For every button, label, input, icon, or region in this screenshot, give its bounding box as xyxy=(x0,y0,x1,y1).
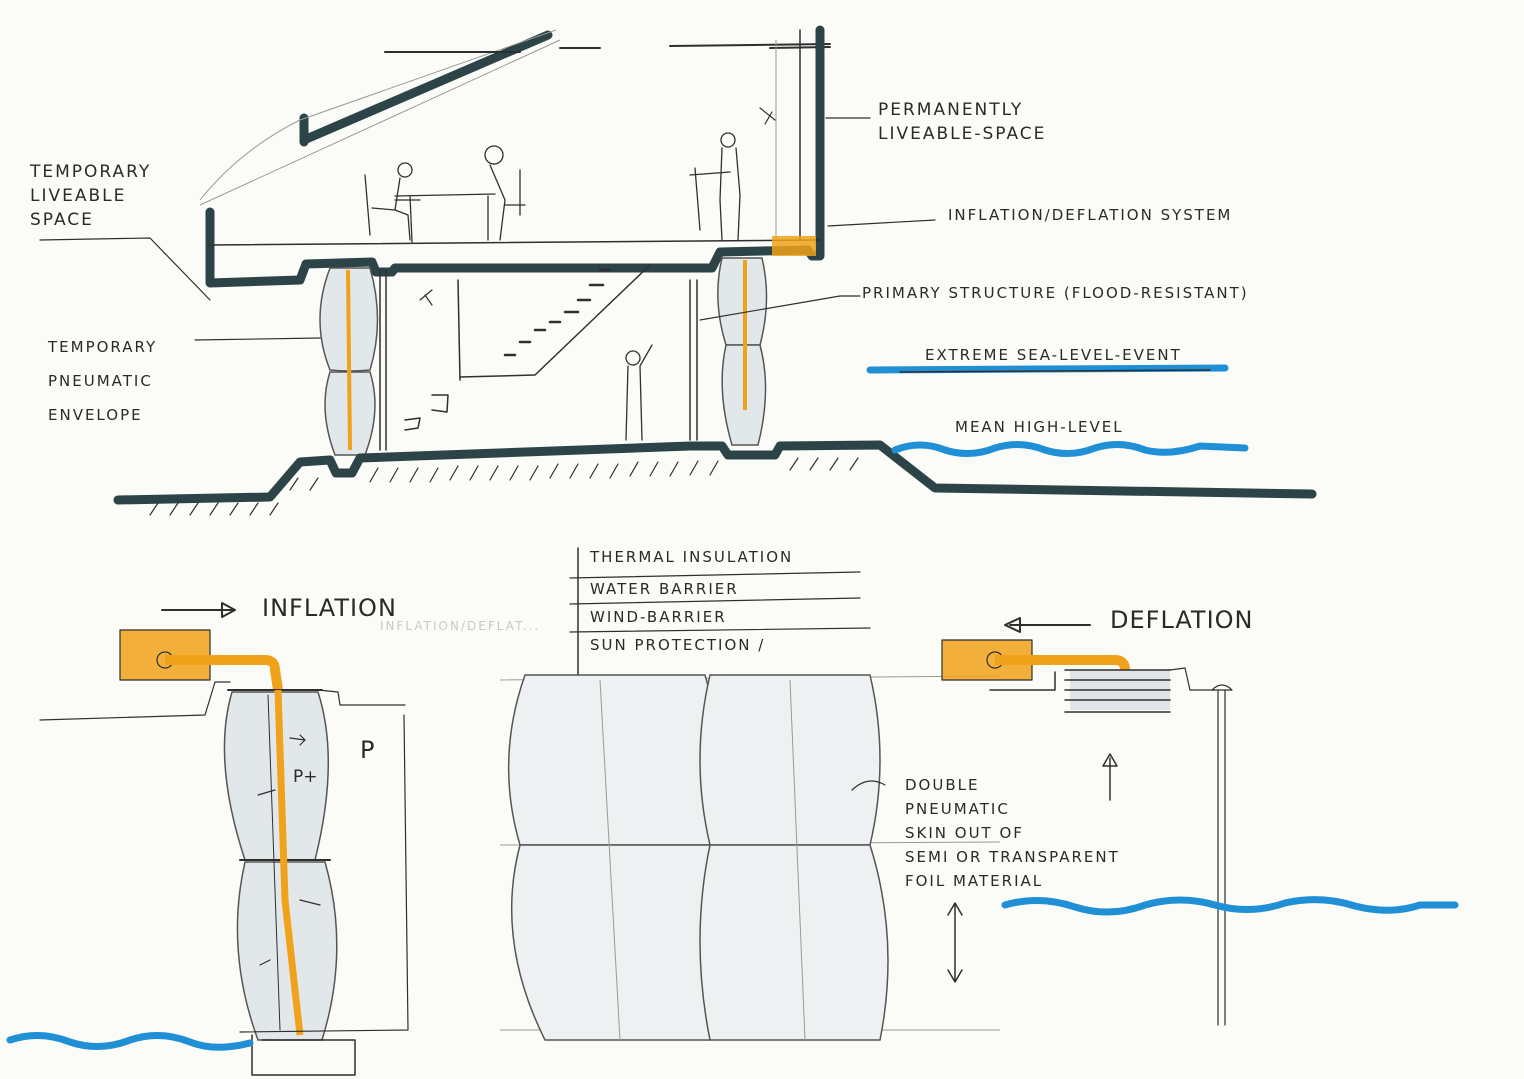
label-primary-structure: Primary structure (flood-resistant) xyxy=(862,284,1249,302)
label-double-pneumatic-skin: Double pneumatic skin out of semi or tra… xyxy=(905,776,1120,890)
mean-high-level-line xyxy=(891,441,1249,457)
layers-detail xyxy=(499,547,1001,1041)
building-shell xyxy=(205,25,825,288)
label-faint-inflation-deflation: inflation/deflat... xyxy=(380,619,541,633)
layer-water-barrier: Water barrier xyxy=(590,580,739,598)
label-pressure-inside: P+ xyxy=(293,767,318,787)
layer-wind-barrier: Wind-barrier xyxy=(590,608,727,626)
label-temporary-pneumatic-envelope: Temporary pneumatic envelope xyxy=(48,338,158,424)
stair xyxy=(404,264,651,431)
people-figures xyxy=(364,132,741,441)
layer-sun-protection: Sun protection / xyxy=(590,636,766,654)
roof-slab xyxy=(199,29,831,206)
inflation-detail xyxy=(6,602,409,1076)
layer-thermal-insulation: Thermal insulation xyxy=(590,548,794,566)
label-deflation: Deflation xyxy=(1110,606,1254,634)
pneumatic-envelope-right xyxy=(689,257,768,446)
pneumatic-envelope-left xyxy=(319,267,387,456)
label-temporary-liveable-space: Temporary liveable space xyxy=(30,162,152,230)
label-permanently-liveable-space: Permanently liveable-space xyxy=(878,100,1047,144)
deflation-detail xyxy=(851,617,1459,1026)
label-pressure-outside: P xyxy=(360,736,376,764)
label-mean-high-level: Mean high-level xyxy=(955,418,1124,436)
extreme-sea-level-line xyxy=(866,364,1229,374)
label-inflation-deflation-system: Inflation/deflation system xyxy=(948,206,1233,224)
ground-line xyxy=(113,440,1317,516)
inflation-unit-top xyxy=(772,236,816,256)
leader-lines xyxy=(39,117,936,341)
label-inflation: Inflation xyxy=(262,594,397,622)
label-extreme-sea-level-event: Extreme sea-level-event xyxy=(925,346,1182,364)
